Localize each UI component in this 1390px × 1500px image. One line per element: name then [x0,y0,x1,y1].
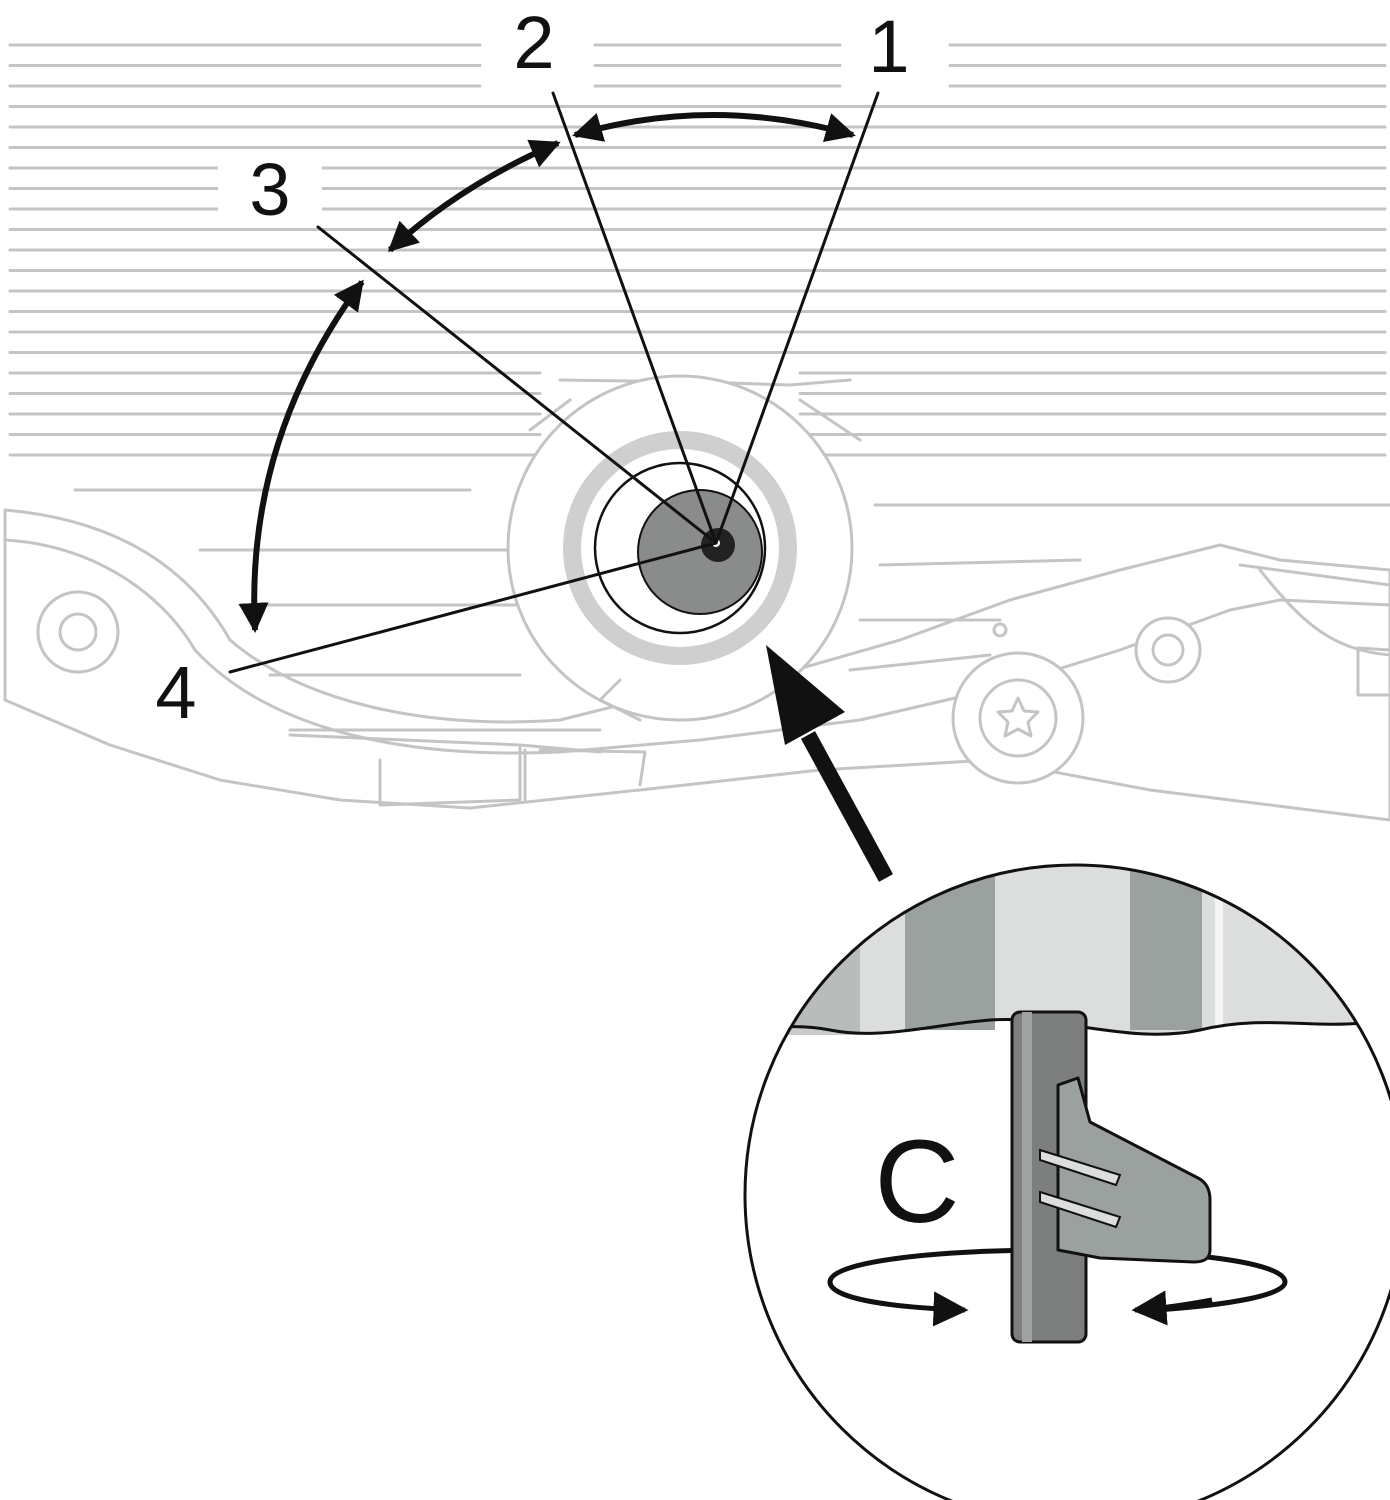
position-labels: 2 1 3 4 [155,1,946,734]
pointer-line-2 [551,91,718,545]
detail-label-c: C [874,1116,959,1248]
torx-screw [951,622,1085,785]
left-bushing [36,590,120,674]
travel-arcs [238,112,856,633]
pointer-line-1 [714,91,880,545]
detail-pointer-arrow [766,645,894,882]
position-pointers [228,91,880,674]
position-label-1: 1 [868,5,909,88]
position-label-4: 4 [155,651,196,734]
position-label-2: 2 [513,1,554,84]
detail-view-c: C [743,863,1390,1500]
arc-3-4 [238,279,365,633]
arc-2-3 [387,139,561,253]
hub-assembly [506,374,854,722]
background-texture-lines [8,43,1387,457]
right-bushing [1134,616,1202,684]
position-label-3: 3 [249,148,290,231]
pointer-line-3 [316,225,718,545]
arc-1-2 [572,112,856,143]
pointer-line-4 [228,541,718,674]
